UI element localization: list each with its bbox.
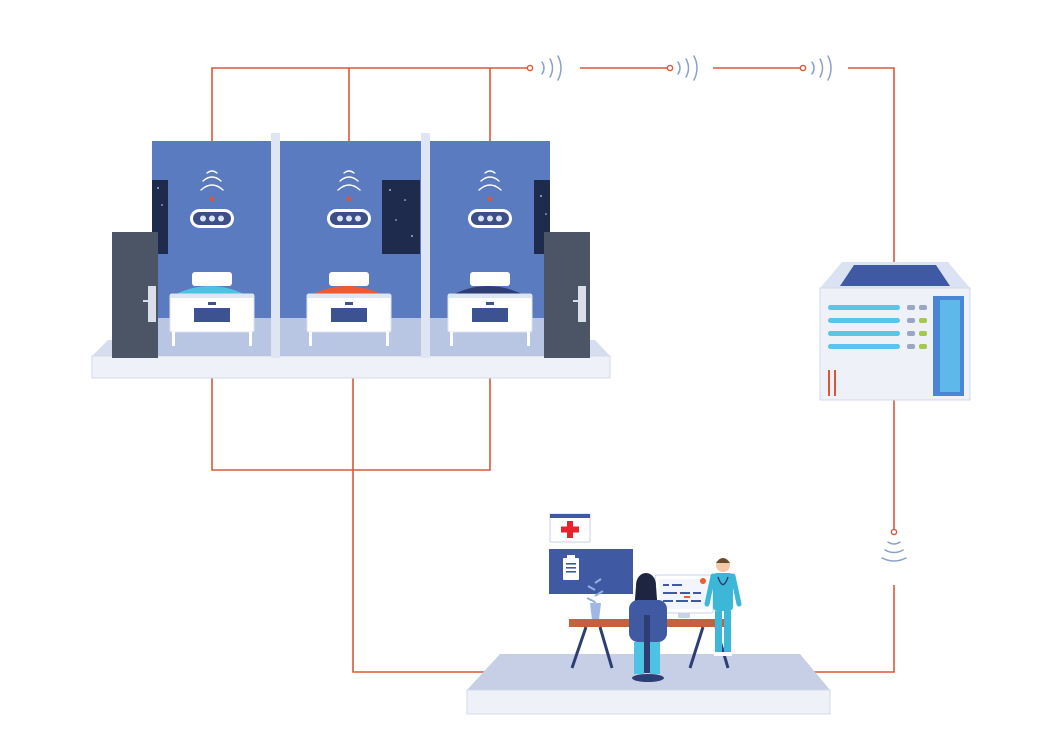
top-wire-to-server bbox=[848, 67, 895, 262]
window-stars bbox=[157, 187, 547, 237]
room-1-bed bbox=[169, 272, 255, 346]
bottom-loop-wire bbox=[211, 378, 491, 471]
window-room-2 bbox=[382, 180, 420, 254]
wireless-link-icons bbox=[541, 55, 907, 562]
server-drive-bays bbox=[828, 305, 900, 349]
top-bus-wire bbox=[211, 67, 530, 160]
bottom-to-desk-wire bbox=[352, 378, 500, 673]
door-left bbox=[112, 232, 158, 358]
room-3-bed bbox=[447, 272, 533, 346]
server-cabinet-icon bbox=[819, 262, 971, 401]
server-vent-1 bbox=[828, 370, 830, 396]
server-status-lights bbox=[907, 305, 927, 349]
wifi-waves-icon bbox=[881, 541, 907, 562]
door-right bbox=[544, 232, 590, 358]
room-2-call-unit bbox=[327, 170, 371, 228]
partition-1 bbox=[271, 133, 280, 358]
room-2-bed bbox=[306, 272, 392, 346]
clipboard-icon bbox=[563, 555, 579, 580]
workstation-monitor bbox=[654, 574, 714, 618]
ward-block bbox=[91, 133, 611, 379]
wifi-waves-icon bbox=[541, 55, 562, 81]
wire-nodes bbox=[526, 64, 898, 536]
wifi-waves-icon bbox=[478, 170, 502, 191]
nurse-station bbox=[466, 513, 831, 715]
server-to-desk-wire bbox=[800, 585, 895, 673]
ward-floor-front bbox=[91, 355, 611, 379]
partition-2 bbox=[421, 133, 430, 358]
room-1-call-unit bbox=[190, 170, 234, 228]
medical-cross-icon bbox=[549, 513, 591, 543]
room-3-call-unit bbox=[468, 170, 512, 228]
server-top-inset bbox=[840, 265, 950, 286]
wifi-waves-icon bbox=[811, 55, 832, 81]
nurse-call-panel-icon bbox=[327, 209, 371, 228]
wifi-waves-icon bbox=[200, 170, 224, 191]
wifi-waves-icon bbox=[337, 170, 361, 191]
nurse-call-panel-icon bbox=[190, 209, 234, 228]
nurse-call-panel-icon bbox=[468, 209, 512, 228]
wifi-waves-icon bbox=[677, 55, 698, 81]
server-vent-2 bbox=[834, 370, 836, 396]
wiring bbox=[211, 67, 895, 673]
plant bbox=[586, 578, 604, 620]
seated-nurse bbox=[629, 573, 667, 682]
station-floor-front bbox=[466, 689, 831, 715]
standing-doctor bbox=[704, 558, 742, 656]
